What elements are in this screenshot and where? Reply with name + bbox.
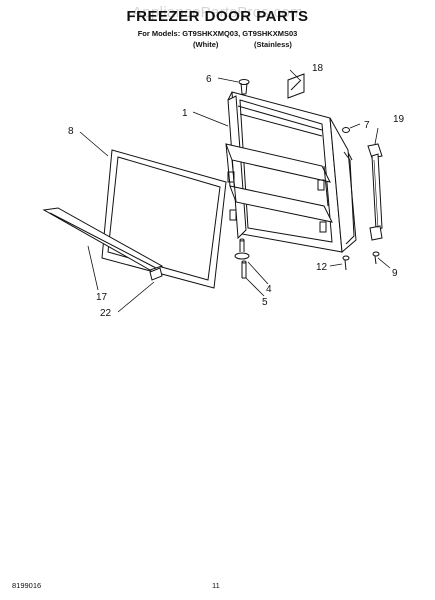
models-line: For Models: GT9SHKXMQ03, GT9SHKXMS03	[137, 29, 298, 38]
callout-19: 19	[393, 114, 405, 125]
variant-stainless: (Stainless)	[254, 40, 292, 49]
screw-part-6	[238, 79, 250, 95]
hinge-pin-part-4	[234, 238, 250, 260]
breaker-strip-part-17	[42, 207, 164, 271]
variant-white: (White)	[193, 40, 219, 49]
callout-18: 18	[312, 63, 324, 74]
callout-5: 5	[262, 297, 268, 308]
watermark-text: AppliancePartsPros.com	[132, 4, 303, 21]
screw-part-12	[342, 255, 350, 271]
clip-part-22	[149, 267, 163, 281]
handle-part-19	[367, 143, 383, 241]
page-title: FREEZER DOOR PARTS	[126, 8, 309, 25]
callout-17: 17	[96, 292, 108, 303]
screw-part-9	[372, 251, 380, 265]
leader-lines	[79, 69, 391, 313]
label-part-18	[287, 73, 305, 99]
plug-part-7	[342, 127, 350, 133]
page-number: 11	[212, 581, 220, 590]
callout-22: 22	[100, 308, 112, 319]
callout-4: 4	[266, 284, 272, 295]
door-liner-part	[225, 91, 357, 254]
callout-9: 9	[392, 268, 398, 279]
door-gasket-part-8	[101, 149, 227, 289]
bushing-part-5	[241, 260, 247, 279]
callout-12: 12	[316, 262, 328, 273]
callout-8: 8	[68, 126, 74, 137]
callout-7: 7	[364, 120, 370, 131]
callout-1: 1	[182, 108, 188, 119]
callout-6: 6	[206, 74, 212, 85]
doc-number: 8199016	[12, 581, 42, 590]
